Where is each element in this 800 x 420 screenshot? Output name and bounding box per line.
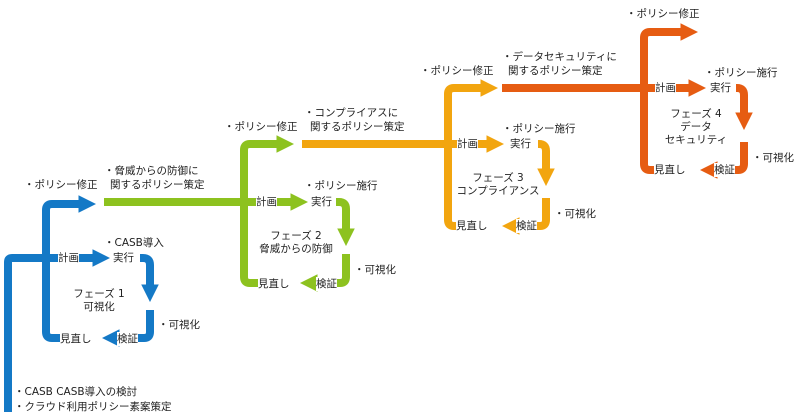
phase-3-do-check-arrow xyxy=(537,140,555,187)
phase-4-name: フェーズ 4 xyxy=(670,108,722,120)
phase-1-check-note: ・可視化 xyxy=(158,319,200,331)
phase-4-check-label: 検証 xyxy=(714,163,735,177)
phase-3-center: フェーズ 3 コンプライアンス xyxy=(450,172,546,198)
phase-4-theme-line1: データ xyxy=(680,121,712,133)
phase-2-name: フェーズ 2 xyxy=(270,230,322,242)
phase-2-check-act-arrow xyxy=(299,254,350,292)
phase-1-act-label: 見直し xyxy=(60,332,92,346)
phase-1-check-label: 検証 xyxy=(117,332,138,346)
phase-3-check-note: ・可視化 xyxy=(554,208,596,220)
phase-3-do-label: 実行 xyxy=(510,137,531,151)
phase-4-check-act-arrow xyxy=(699,142,748,179)
phase-4-act-label: 見直し xyxy=(654,163,686,177)
phase-2-do-label: 実行 xyxy=(311,195,332,209)
phase-2-check-label: 検証 xyxy=(316,277,337,291)
phase-3-check-label: 検証 xyxy=(516,219,537,233)
phase-2-plan-label: 計画 xyxy=(256,195,277,209)
phase-4-revise-note: ・ポリシー修正 xyxy=(626,8,700,20)
phase-2-revise-note: ・ポリシー修正 xyxy=(224,121,298,133)
phase-3-policy-note-line1: ・データセキュリティに xyxy=(502,51,617,63)
phase-3-do-note: ・ポリシー施行 xyxy=(502,123,576,135)
phase-4-theme-line2: セキュリティ xyxy=(664,134,728,146)
phase-2-check-note: ・可視化 xyxy=(354,264,396,276)
phase-2-center: フェーズ 2 脅威からの防御 xyxy=(250,230,342,256)
phase-3-theme: コンプライアンス xyxy=(456,185,540,197)
phase-2-theme: 脅威からの防御 xyxy=(259,243,333,255)
phase-2-policy-note-line2: 関するポリシー策定 xyxy=(310,121,405,133)
phase-4-act-arrow xyxy=(640,23,699,174)
phase-2-policy-note: ・コンプライアスに 関するポリシー策定 xyxy=(304,106,405,134)
phase-1-do-note: ・CASB導入 xyxy=(104,237,164,249)
phase-2-act-arrow xyxy=(240,135,295,287)
phase-3-check-act-arrow xyxy=(501,198,550,235)
phase-1-theme: 可視化 xyxy=(83,301,115,313)
phase-3-policy-note-line2: 関するポリシー策定 xyxy=(508,65,603,77)
phase-4-do-label: 実行 xyxy=(710,81,731,95)
phase-2-do-check-arrow xyxy=(336,198,355,247)
phase-3-plan-label: 計画 xyxy=(457,137,478,151)
phase-3-act-arrow xyxy=(444,79,499,230)
phase-1-name: フェーズ 1 xyxy=(73,288,125,300)
phase-1-arrows xyxy=(3,195,159,412)
phase-4-center: フェーズ 4 データ セキュリティ xyxy=(652,108,740,147)
phase-3-revise-note: ・ポリシー修正 xyxy=(420,65,494,77)
phase-1-check-act-arrow xyxy=(101,310,154,347)
phase-4-plan-label: 計画 xyxy=(655,81,676,95)
phase-1-entry-arrow xyxy=(3,254,48,412)
phase-3-policy-note: ・データセキュリティに 関するポリシー策定 xyxy=(502,50,617,78)
phase-1-act-arrow xyxy=(42,195,97,342)
phase-1-do-label: 実行 xyxy=(113,251,134,265)
phase-1-policy-note-line2: 関するポリシー策定 xyxy=(110,179,205,191)
start-note-cloud-policy: ・クラウド利用ポリシー素案策定 xyxy=(14,401,172,413)
phase-2-policy-note-line1: ・コンプライアスに xyxy=(304,107,399,119)
phase-3-act-label: 見直し xyxy=(456,219,488,233)
phase-1-revise-note: ・ポリシー修正 xyxy=(24,179,98,191)
phase-2-do-note: ・ポリシー施行 xyxy=(304,180,378,192)
phase-4-do-note: ・ポリシー施行 xyxy=(704,67,778,79)
phase-3-name: フェーズ 3 xyxy=(472,172,524,184)
phase-1-policy-note: ・脅威からの防御に 関するポリシー策定 xyxy=(104,164,205,192)
phase-4-check-note: ・可視化 xyxy=(752,152,794,164)
phase-1-do-check-arrow xyxy=(140,254,159,303)
phase-2-act-label: 見直し xyxy=(258,277,290,291)
phase-4-do-check-arrow xyxy=(735,84,753,131)
phase-1-policy-note-line1: ・脅威からの防御に xyxy=(104,165,199,177)
phase-1-center: フェーズ 1 可視化 xyxy=(64,288,134,314)
phase-2-arrows xyxy=(104,135,355,292)
phase-1-plan-label: 計画 xyxy=(58,251,79,265)
start-note-casb: ・CASB CASB導入の検討 xyxy=(14,386,138,398)
